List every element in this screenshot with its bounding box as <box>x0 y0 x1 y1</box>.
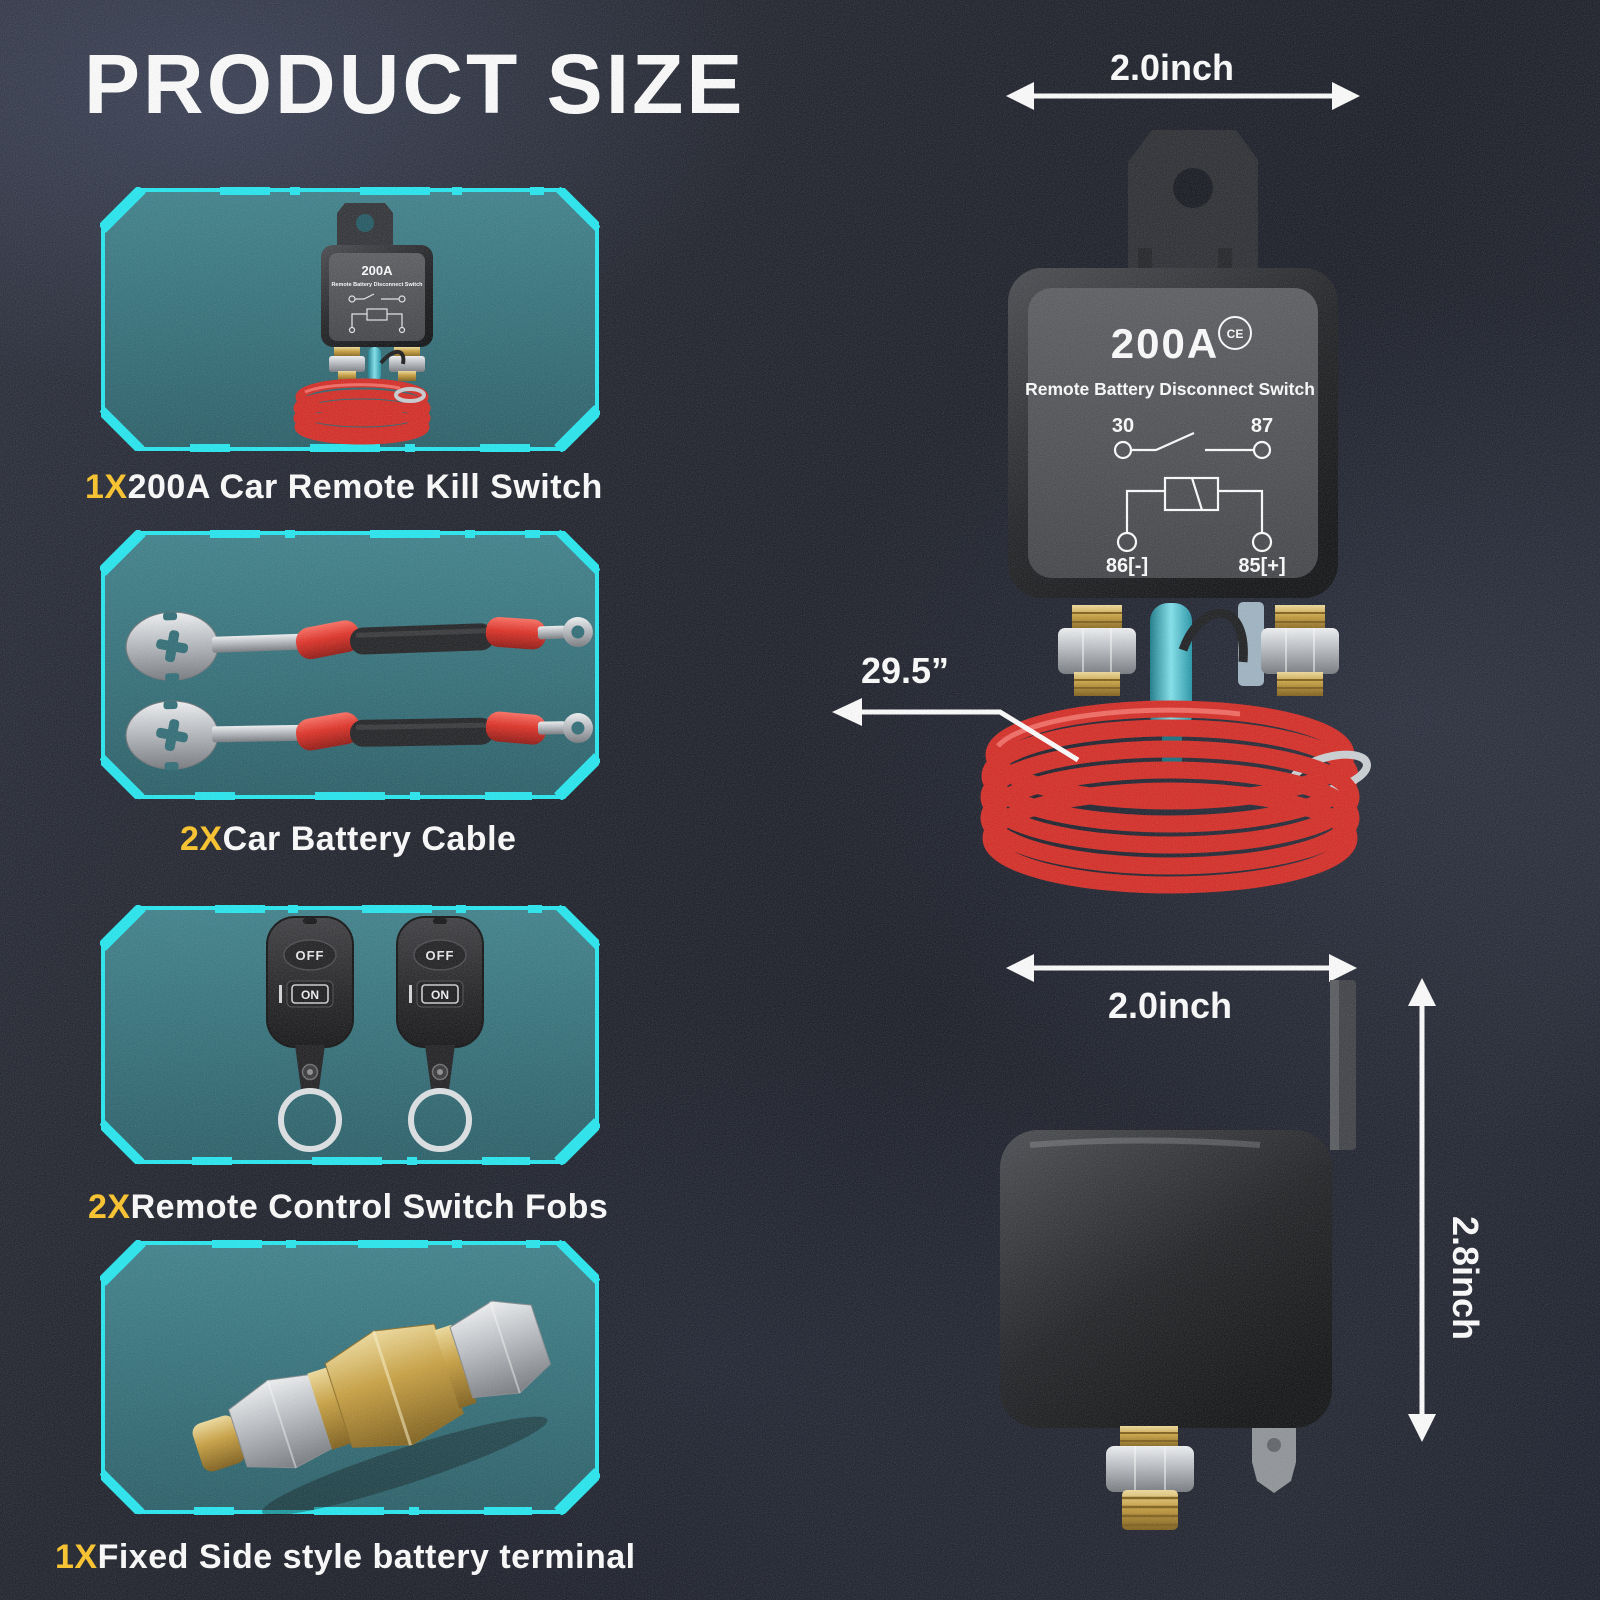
arrowhead-right <box>1329 954 1357 982</box>
dimension-bottom-width: 2.0inch <box>1006 954 1357 1026</box>
bottom-stud-terminal <box>1106 1426 1194 1530</box>
battery-cables-image <box>100 530 600 800</box>
kit-box-kill-switch: 200A Remote Battery Disconnect Switch <box>100 187 600 452</box>
relay-front-view: 2.0inch 200A CE Remote Battery Disconnec… <box>832 47 1371 894</box>
dimension-height: 2.8inch <box>1408 978 1486 1442</box>
stud-terminal-right <box>1261 605 1339 696</box>
qty-badge: 1X <box>55 1538 98 1576</box>
arrowhead-right <box>1332 82 1360 110</box>
svg-text:Remote Battery Disconnect Swit: Remote Battery Disconnect Switch <box>331 282 423 288</box>
stud-terminal-left <box>1058 605 1136 696</box>
arrowhead-left <box>1006 954 1034 982</box>
dimension-top-width: 2.0inch <box>1006 47 1360 110</box>
amp-rating-text: 200A <box>1111 320 1219 367</box>
kit-box-battery-terminal <box>100 1240 600 1515</box>
relay-side-body <box>1000 1130 1332 1428</box>
svg-text:200A: 200A <box>361 263 393 278</box>
svg-text:2.0inch: 2.0inch <box>1108 985 1232 1026</box>
arrowhead-left <box>1006 82 1034 110</box>
arrowhead-down <box>1408 1414 1436 1442</box>
kit-box-battery-cables <box>100 530 600 800</box>
qty-badge: 2X <box>88 1188 131 1226</box>
qty-badge: 1X <box>85 468 128 506</box>
terminal-85-label: 85[+] <box>1238 555 1285 577</box>
kill-switch-image: 200A Remote Battery Disconnect Switch <box>100 187 600 452</box>
kit-label-kill-switch: 1X200A Car Remote Kill Switch <box>85 468 603 506</box>
battery-terminal-image <box>100 1240 600 1515</box>
arrowhead-left <box>832 698 862 726</box>
kit-label-remote-fobs: 2XRemote Control Switch Fobs <box>88 1188 609 1226</box>
device-name-text: Remote Battery Disconnect Switch <box>1025 379 1315 399</box>
svg-text:2.8inch: 2.8inch <box>1445 1216 1486 1340</box>
svg-text:29.5”: 29.5” <box>861 650 949 691</box>
qty-badge: 2X <box>180 820 223 858</box>
mini-cable-coil <box>293 378 431 445</box>
kit-box-remote-fobs: OFF ON <box>100 905 600 1165</box>
cable-coil <box>980 700 1371 894</box>
page-title: PRODUCT SIZE <box>84 37 746 131</box>
arrowhead-up <box>1408 978 1436 1006</box>
mounting-tab <box>1128 130 1258 270</box>
svg-text:2.0inch: 2.0inch <box>1110 47 1234 88</box>
svg-text:CE: CE <box>1227 327 1244 341</box>
kit-label-battery-cable: 2XCar Battery Cable <box>180 820 517 858</box>
remote-fobs-image: OFF ON <box>100 905 600 1165</box>
black-wire <box>1178 608 1248 663</box>
terminal-87-label: 87 <box>1251 415 1273 437</box>
mini-terminals <box>329 347 425 381</box>
spade-tab <box>1252 1428 1296 1493</box>
terminal-86-label: 86[-] <box>1106 555 1148 577</box>
terminal-30-label: 30 <box>1112 415 1134 437</box>
kit-label-battery-terminal: 1XFixed Side style battery terminal <box>55 1538 636 1576</box>
relay-side-view: 2.0inch 2.8inch <box>1000 954 1486 1530</box>
